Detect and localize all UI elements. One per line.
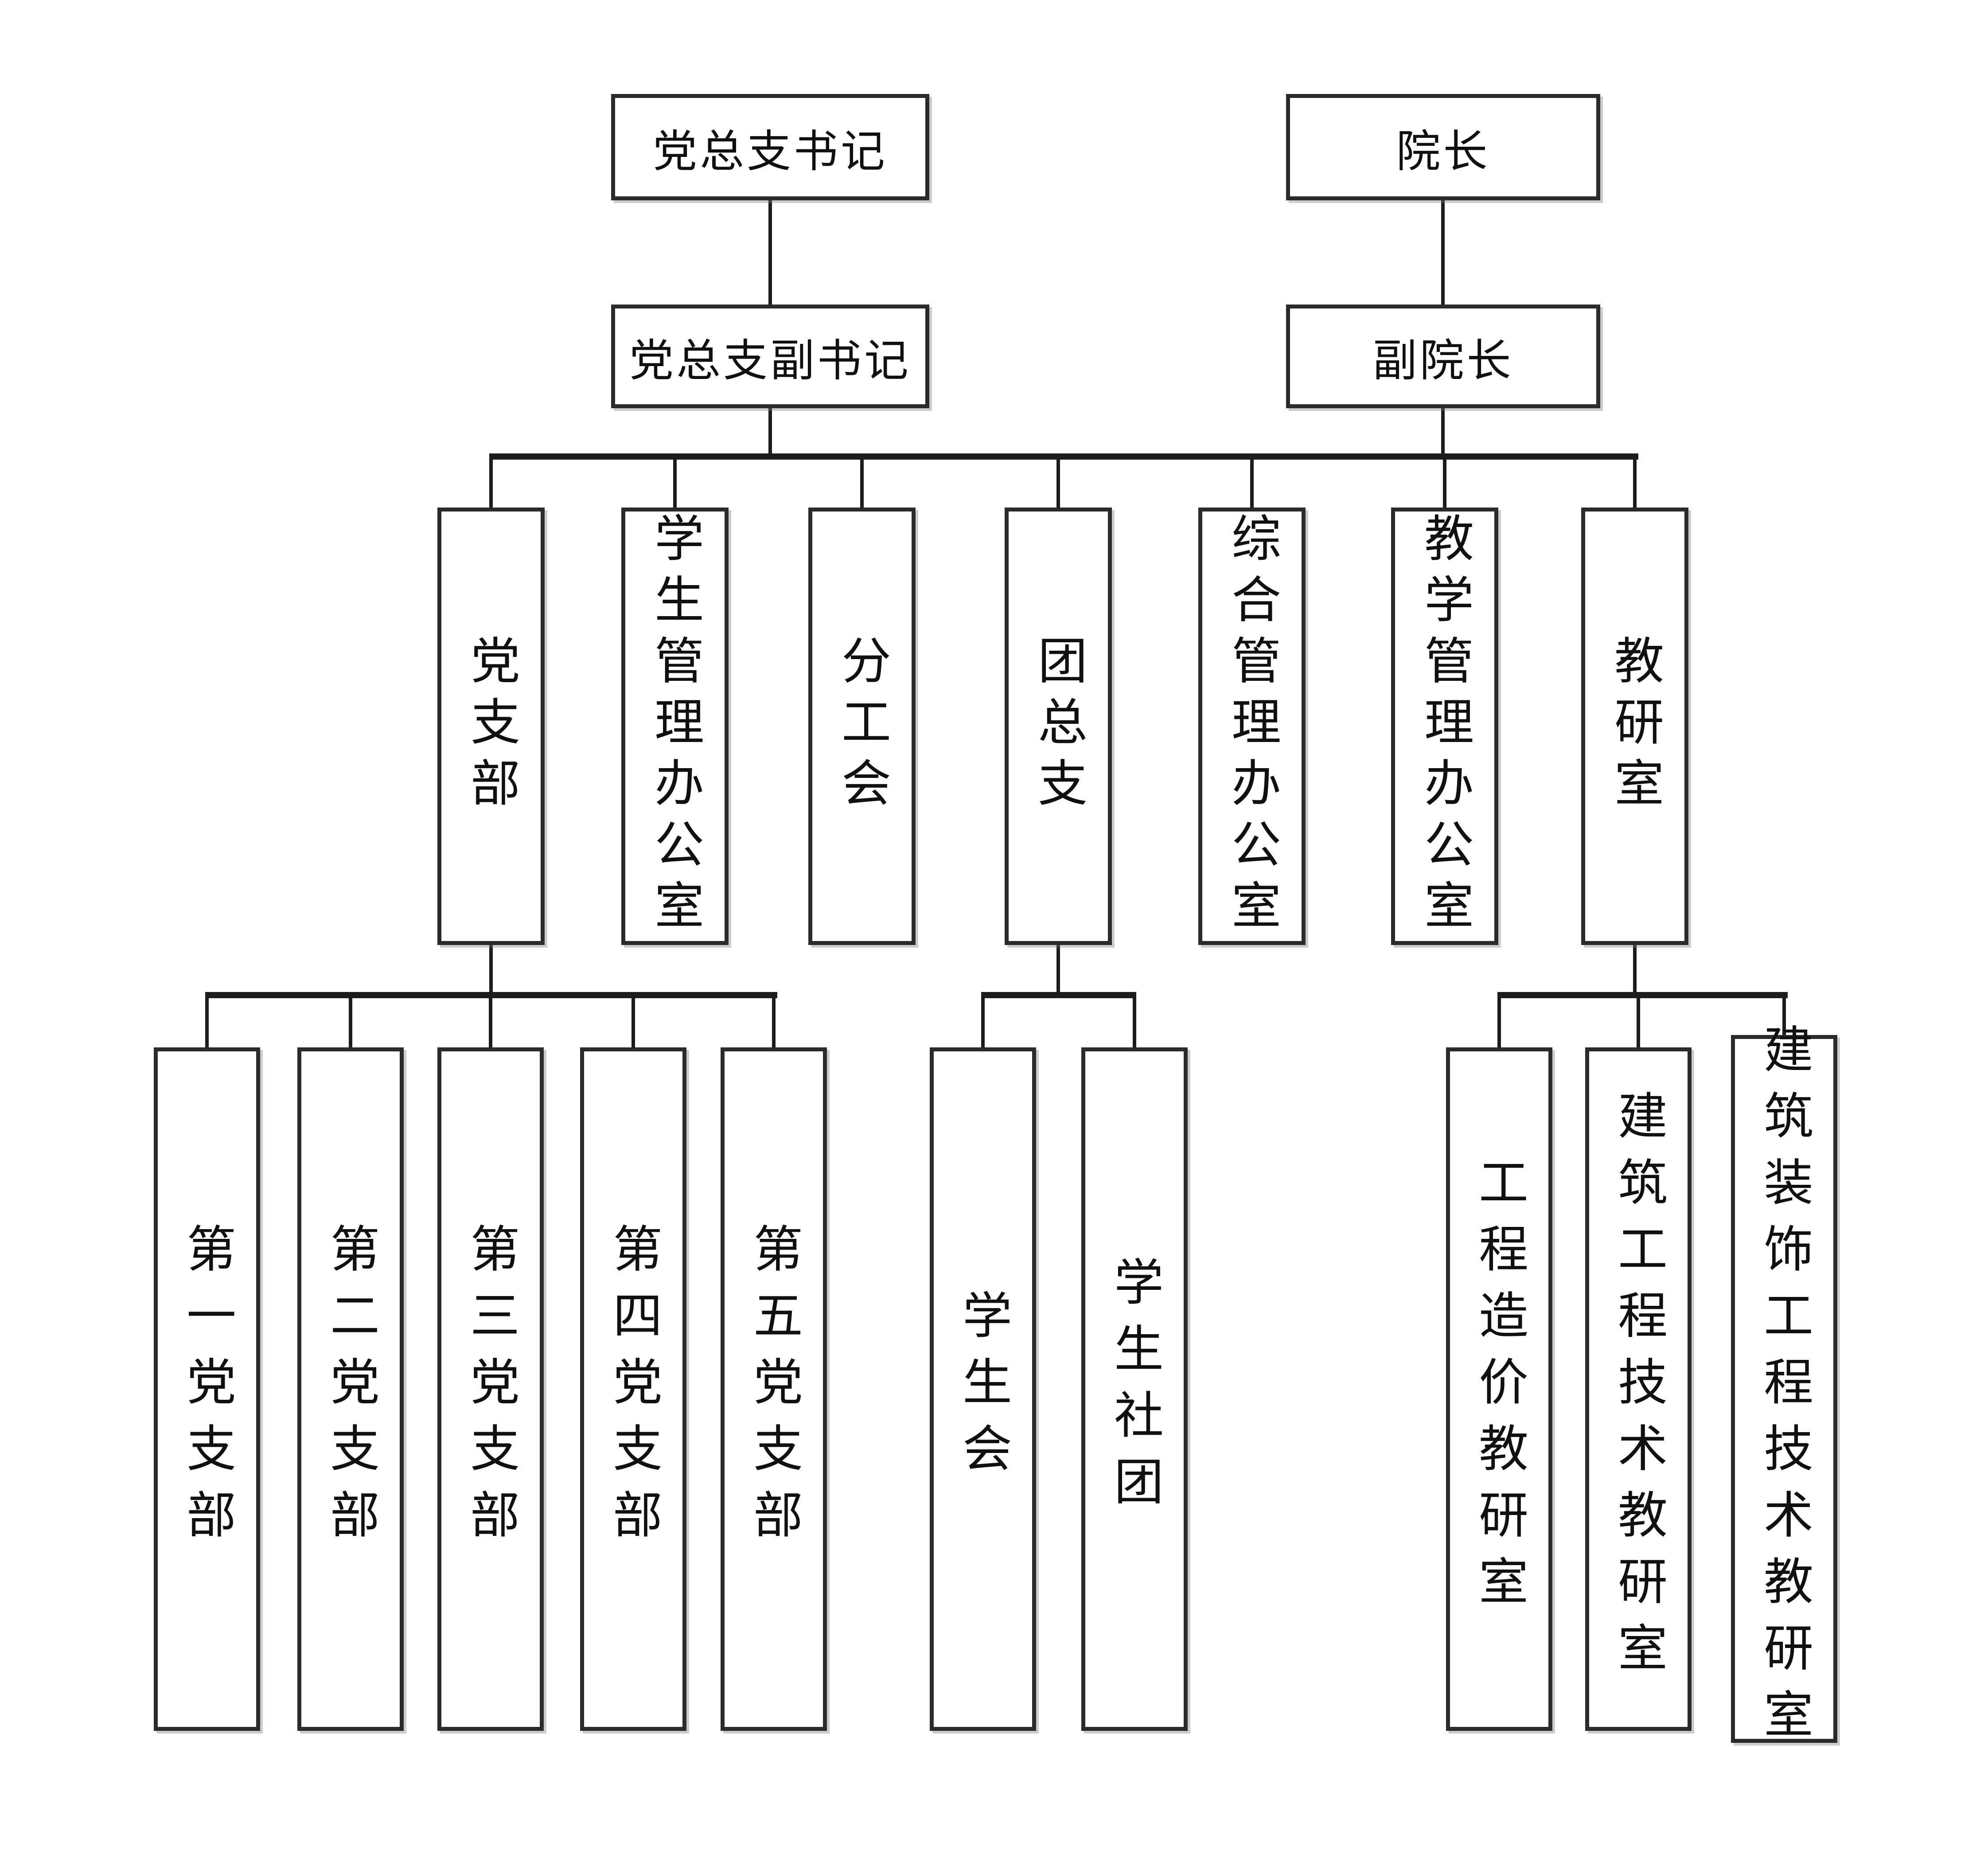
node-label: 第二党支部 [322, 1223, 379, 1555]
node-label: 第一党支部 [178, 1223, 236, 1555]
node-unit-student-union: 学生会 [930, 1047, 1036, 1731]
node-label: 教研室 [1606, 634, 1664, 818]
node-label: 学生管理办公室 [646, 512, 704, 941]
connector-line [673, 457, 677, 510]
connector-line [1497, 995, 1501, 1050]
connector-line [205, 995, 209, 1050]
connector-line [1637, 995, 1640, 1050]
node-label: 党总支副书记 [629, 334, 911, 387]
node-label: 工程造价教研室 [1470, 1156, 1528, 1622]
node-label: 副院长 [1372, 334, 1514, 387]
connector-line [1782, 995, 1786, 1039]
connector-line [349, 995, 352, 1050]
connector-line [1633, 943, 1637, 995]
node-label: 分工会 [833, 634, 891, 818]
node-unit-building-decoration-engineering-tech-teaching-research-office: 建筑装饰工程技术教研室 [1731, 1023, 1837, 1755]
node-dept-teaching-research-office: 教研室 [1581, 508, 1688, 945]
connector-line [981, 992, 1136, 998]
connector-line [489, 453, 1638, 460]
node-unit-first-party-branch: 第一党支部 [154, 1047, 260, 1731]
node-label: 团总支 [1029, 634, 1087, 818]
connector-line [768, 406, 772, 457]
connector-line [1497, 992, 1788, 998]
node-vice-dean: 副院长 [1286, 305, 1600, 408]
node-unit-engineering-cost-teaching-research-office: 工程造价教研室 [1446, 1047, 1552, 1731]
node-label: 党支部 [462, 634, 520, 818]
connector-line [1056, 943, 1060, 995]
node-party-secretary: 党总支书记 [611, 94, 929, 200]
node-dept-league-general-branch: 团总支 [1005, 508, 1112, 945]
connector-line [489, 457, 493, 510]
node-label: 建筑装饰工程技术教研室 [1755, 1023, 1813, 1755]
node-label: 第五党支部 [745, 1223, 803, 1555]
node-unit-fourth-party-branch: 第四党支部 [580, 1047, 686, 1731]
node-unit-third-party-branch: 第三党支部 [437, 1047, 544, 1731]
node-deputy-party-secretary: 党总支副书记 [611, 305, 929, 408]
connector-line [981, 995, 985, 1050]
node-dept-branch-trade-union: 分工会 [808, 508, 916, 945]
node-label: 学生社团 [1106, 1256, 1163, 1522]
connector-line [860, 457, 864, 510]
connector-line [1441, 406, 1445, 457]
node-dept-party-branch: 党支部 [437, 508, 545, 945]
connector-line [1443, 457, 1446, 510]
node-label: 第三党支部 [462, 1223, 519, 1555]
node-label: 综合管理办公室 [1223, 512, 1281, 941]
connector-line [489, 943, 493, 995]
connector-line [772, 995, 776, 1050]
node-unit-construction-engineering-tech-teaching-research-office: 建筑工程技术教研室 [1585, 1047, 1692, 1731]
node-unit-second-party-branch: 第二党支部 [297, 1047, 404, 1731]
node-label: 第四党支部 [604, 1223, 662, 1555]
connector-line [768, 199, 772, 306]
node-label: 学生会 [954, 1289, 1012, 1489]
connector-line [631, 995, 635, 1050]
node-label: 教学管理办公室 [1416, 512, 1473, 941]
node-unit-student-societies: 学生社团 [1081, 1047, 1188, 1731]
connector-line [1250, 457, 1254, 510]
node-dean: 院长 [1286, 94, 1600, 200]
connector-line [489, 995, 492, 1050]
connector-line [1441, 199, 1445, 306]
node-dept-student-management-office: 学生管理办公室 [621, 508, 729, 945]
node-dept-teaching-management-office: 教学管理办公室 [1391, 508, 1498, 945]
node-unit-fifth-party-branch: 第五党支部 [721, 1047, 827, 1731]
node-label: 院长 [1396, 125, 1490, 177]
node-label: 建筑工程技术教研室 [1610, 1090, 1667, 1688]
connector-line [1056, 457, 1060, 510]
connector-line [1133, 995, 1136, 1050]
node-label: 党总支书记 [653, 125, 888, 177]
connector-line [1633, 457, 1637, 510]
node-dept-general-management-office: 综合管理办公室 [1198, 508, 1306, 945]
